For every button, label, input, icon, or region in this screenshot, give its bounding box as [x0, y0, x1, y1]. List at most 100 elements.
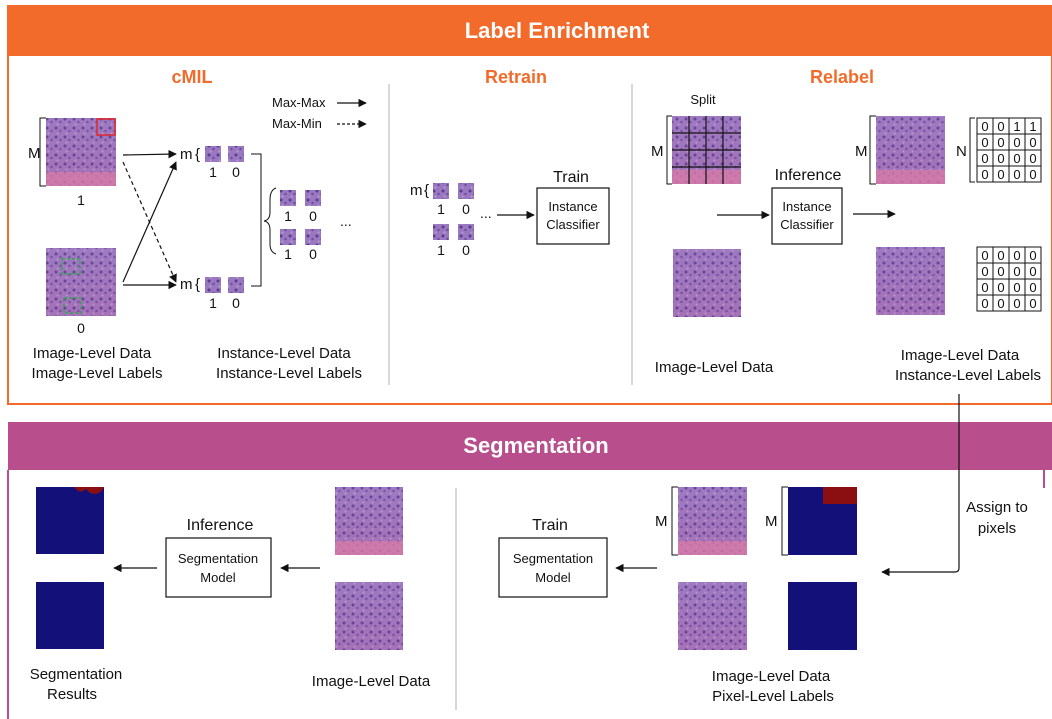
tissue-image [335, 582, 403, 650]
caption: Image-Level Data [312, 673, 431, 690]
n-label: N [956, 143, 967, 160]
bracket [39, 117, 46, 187]
image-label: 1 [77, 192, 85, 208]
caption: Image-Level Labels [32, 365, 163, 382]
classifier-label: Instance [548, 199, 597, 214]
tissue-image [678, 487, 747, 555]
segmentation-model-box [498, 537, 608, 598]
ellipsis: ... [340, 213, 352, 229]
tissue-image [678, 582, 747, 650]
grid-cell-value: 0 [981, 280, 988, 295]
instance-classifier-box [771, 187, 843, 245]
label-enrichment-banner [8, 6, 1052, 56]
grid-cell-value: 0 [981, 167, 988, 182]
image-label: 0 [77, 320, 85, 336]
grid-cell-value: 0 [981, 119, 988, 134]
inference-label: Inference [187, 517, 254, 534]
patch-label: 1 [437, 242, 445, 258]
legend-maxmax: Max-Max [272, 95, 326, 110]
grid-cell-value: 0 [1029, 167, 1036, 182]
grid-cell-value: 0 [997, 248, 1004, 263]
patch-label: 0 [462, 242, 470, 258]
m-label: M [655, 513, 668, 530]
grid-cell-value: 0 [997, 167, 1004, 182]
segmentation-result-mask [36, 582, 104, 649]
grid-cell-value: 0 [1013, 296, 1020, 311]
patch-label: 0 [309, 246, 317, 262]
patch-thumbnail [305, 229, 321, 245]
bracket [671, 486, 678, 556]
patch-label: 1 [209, 295, 217, 311]
segmentation-result-mask [36, 487, 104, 554]
caption: Instance-Level Labels [895, 367, 1041, 384]
section-title-relabel: Relabel [810, 67, 874, 87]
label-enrichment-title: Label Enrichment [465, 18, 650, 43]
segmentation-banner [8, 422, 1052, 470]
grid-cell-value: 0 [981, 248, 988, 263]
patch-thumbnail [305, 190, 321, 206]
grid-cell-value: 0 [1029, 264, 1036, 279]
grid-cell-value: 0 [1029, 135, 1036, 150]
grid-cell-value: 0 [997, 280, 1004, 295]
grid-cell-value: 0 [1013, 167, 1020, 182]
patch-thumbnail [433, 224, 449, 240]
patch-thumbnail [280, 229, 296, 245]
tissue-image [46, 248, 116, 316]
model-label: Segmentation [178, 551, 258, 566]
grid-cell [1024, 294, 1042, 312]
patch-thumbnail [433, 183, 449, 199]
patch-thumbnail [280, 190, 296, 206]
patch-label: 1 [284, 246, 292, 262]
patch-thumbnail [205, 146, 221, 162]
patch-label: 0 [232, 295, 240, 311]
label-enrichment-frame [7, 5, 1052, 405]
brace: { [195, 146, 200, 163]
segmentation-model-box [165, 537, 272, 598]
selected-patch-box [96, 118, 116, 136]
inference-label: Inference [775, 167, 842, 184]
selected-patch-box [63, 297, 82, 314]
tissue-image [46, 118, 116, 186]
grid-cell-value: 0 [1029, 296, 1036, 311]
grid-cell-value: 0 [1013, 264, 1020, 279]
legend-maxmin: Max-Min [272, 116, 322, 131]
caption: Image-Level Data [655, 359, 774, 376]
model-label: Model [200, 570, 236, 585]
m-small-label: m [410, 182, 423, 199]
patch-thumbnail [205, 277, 221, 293]
classifier-label: Classifier [780, 217, 834, 232]
patch-label: 0 [232, 164, 240, 180]
train-label: Train [553, 169, 589, 186]
ellipsis: ... [480, 205, 492, 221]
split-label: Split [690, 92, 716, 107]
grid-cell-value: 0 [1029, 280, 1036, 295]
tissue-image [876, 116, 945, 184]
caption: Image-Level Data [712, 668, 831, 685]
grid-cell [1024, 165, 1042, 183]
brace: { [424, 182, 429, 199]
selected-patch-box [61, 258, 81, 275]
patch-label: 1 [284, 208, 292, 224]
segmentation-title: Segmentation [463, 433, 608, 458]
section-title-retrain: Retrain [485, 67, 547, 87]
assign-label: Assign to [966, 499, 1028, 516]
model-label: Model [535, 570, 571, 585]
patch-thumbnail [458, 183, 474, 199]
grid-cell-value: 0 [1029, 248, 1036, 263]
bracket [781, 486, 788, 556]
instance-classifier-box [536, 187, 610, 245]
grid-cell-value: 0 [997, 296, 1004, 311]
classifier-label: Instance [782, 199, 831, 214]
caption: Instance-Level Labels [216, 365, 362, 382]
grid-cell-value: 0 [981, 264, 988, 279]
model-label: Segmentation [513, 551, 593, 566]
patch-thumbnail [228, 146, 244, 162]
patch-thumbnail [228, 277, 244, 293]
grid-cell-value: 1 [1029, 119, 1036, 134]
patch-label: 1 [209, 164, 217, 180]
brace: { [195, 276, 200, 293]
tissue-image [876, 247, 945, 315]
pixel-mask [788, 582, 857, 650]
